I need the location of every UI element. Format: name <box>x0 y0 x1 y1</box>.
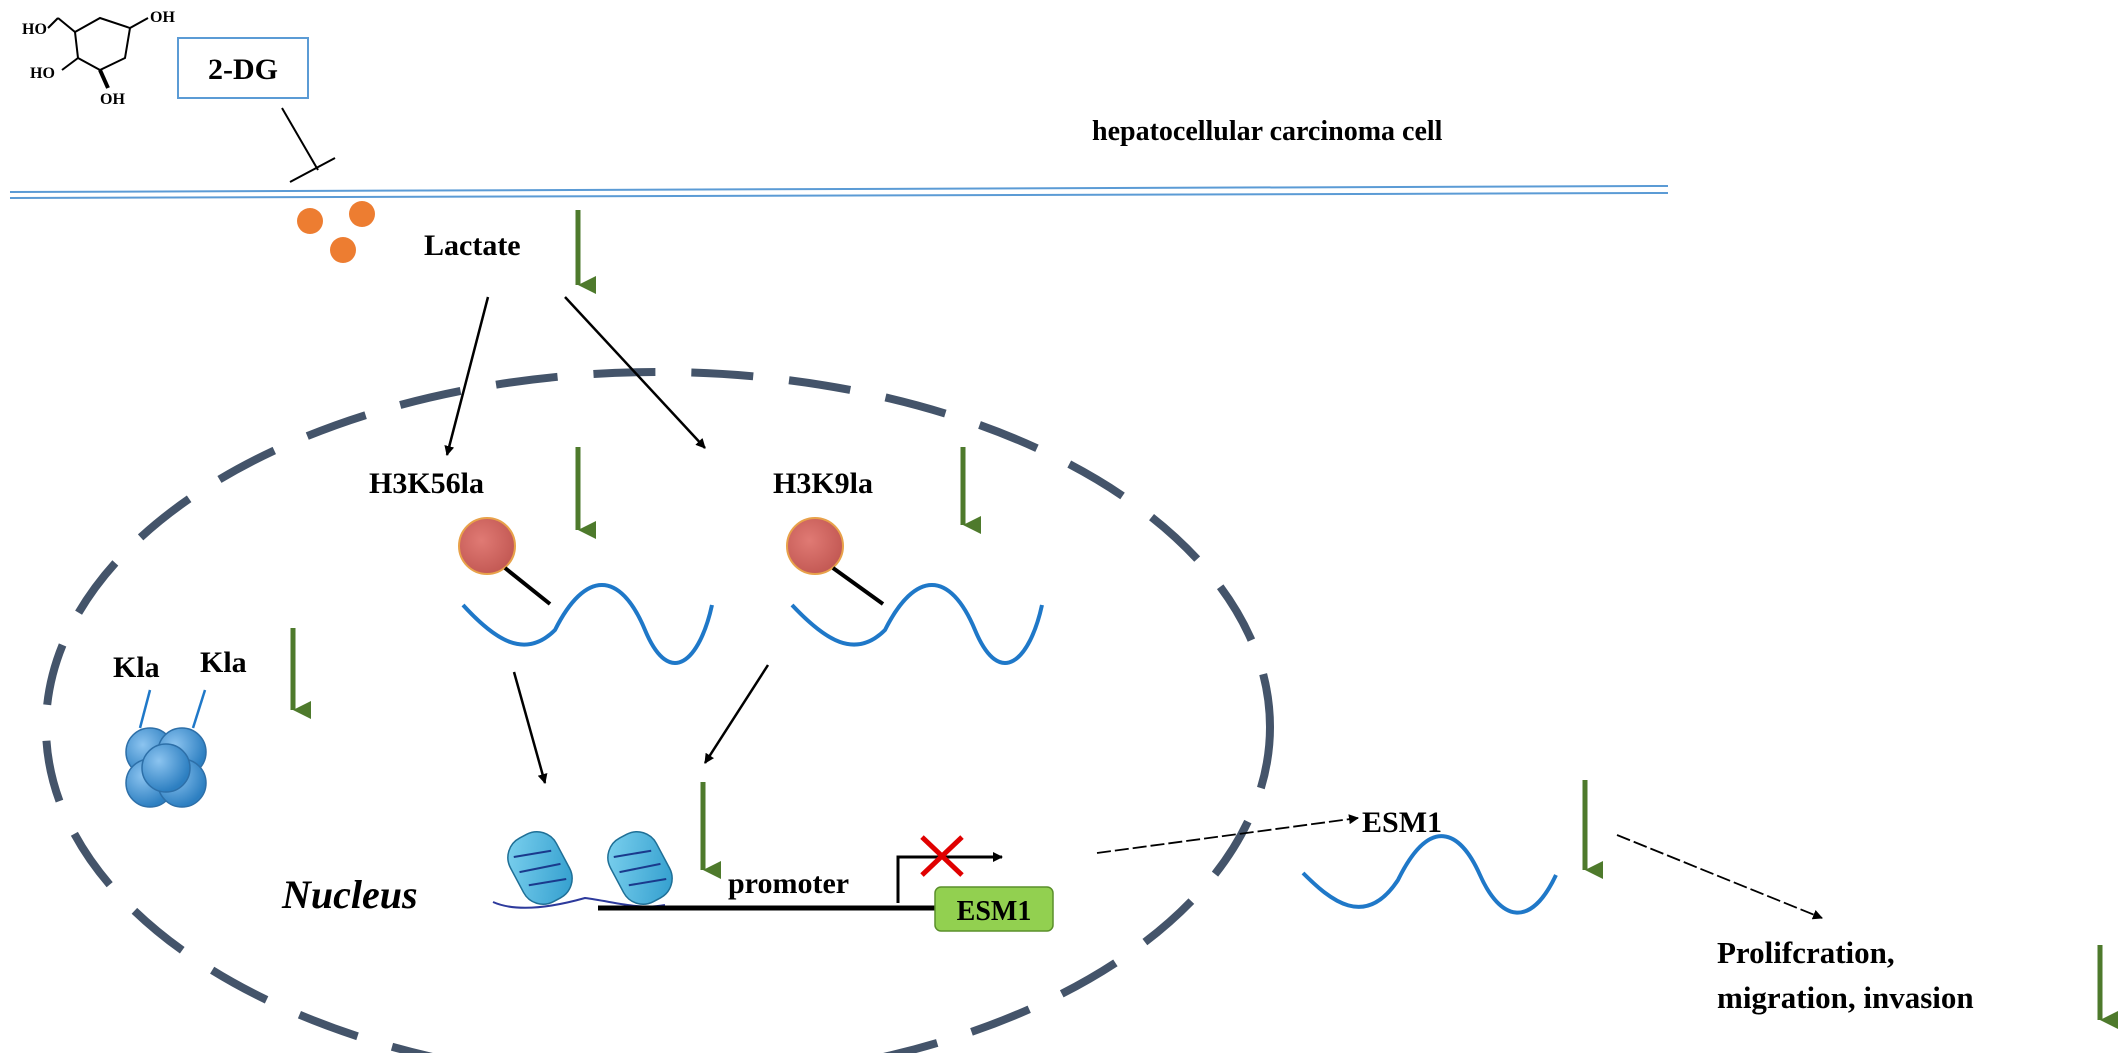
block-cross-icon <box>920 835 964 877</box>
histone-tail-h3k56 <box>461 583 714 665</box>
inhibition-bar-icon <box>281 107 336 183</box>
nucleus-envelope <box>42 368 1274 1053</box>
drug-label: 2-DG <box>208 53 278 86</box>
lactyl-group-h3k9 <box>786 517 844 575</box>
promoter-label: promoter <box>728 867 849 900</box>
oh-top-label: OH <box>150 9 175 26</box>
nucleosome-icon <box>492 831 673 909</box>
protein-cluster-icon <box>125 689 207 808</box>
drug-box <box>177 37 309 99</box>
oh-bottom-label: OH <box>100 91 125 108</box>
transcription-start-arrow <box>896 852 1003 903</box>
lactyl-linker-h3k9 <box>831 566 885 606</box>
pathway-arrows <box>444 296 770 784</box>
gene-box <box>934 886 1054 932</box>
esm1-mrna-wave <box>1301 834 1558 915</box>
lactyl-group-h3k56 <box>458 517 516 575</box>
nucleus-label: Nucleus <box>281 872 418 917</box>
cell-membrane <box>9 185 1669 199</box>
outcome-line-1: Prolifcration, <box>1717 935 1895 970</box>
histone-tail-h3k9 <box>790 583 1044 665</box>
gene-label: ESM1 <box>957 896 1032 927</box>
downregulation-arrows <box>290 210 2118 1029</box>
2dg-structure <box>47 16 149 89</box>
h3k9la-label: H3K9la <box>773 467 873 500</box>
ho-top-label: HO <box>22 21 47 38</box>
ho-left-label: HO <box>30 65 55 82</box>
cell-label: hepatocellular carcinoma cell <box>1092 116 1443 147</box>
lactate-label: Lactate <box>424 229 521 262</box>
outcome-line-2: migration, invasion <box>1717 980 1974 1015</box>
kla-label-1: Kla <box>113 651 160 684</box>
export-arrows <box>1096 814 1823 920</box>
lactate-molecule-icon <box>297 201 375 263</box>
h3k56la-label: H3K56la <box>369 467 484 500</box>
kla-label-2: Kla <box>200 646 247 679</box>
lactyl-linker-h3k56 <box>503 566 552 606</box>
esm1-mrna-label: ESM1 <box>1362 806 1442 839</box>
